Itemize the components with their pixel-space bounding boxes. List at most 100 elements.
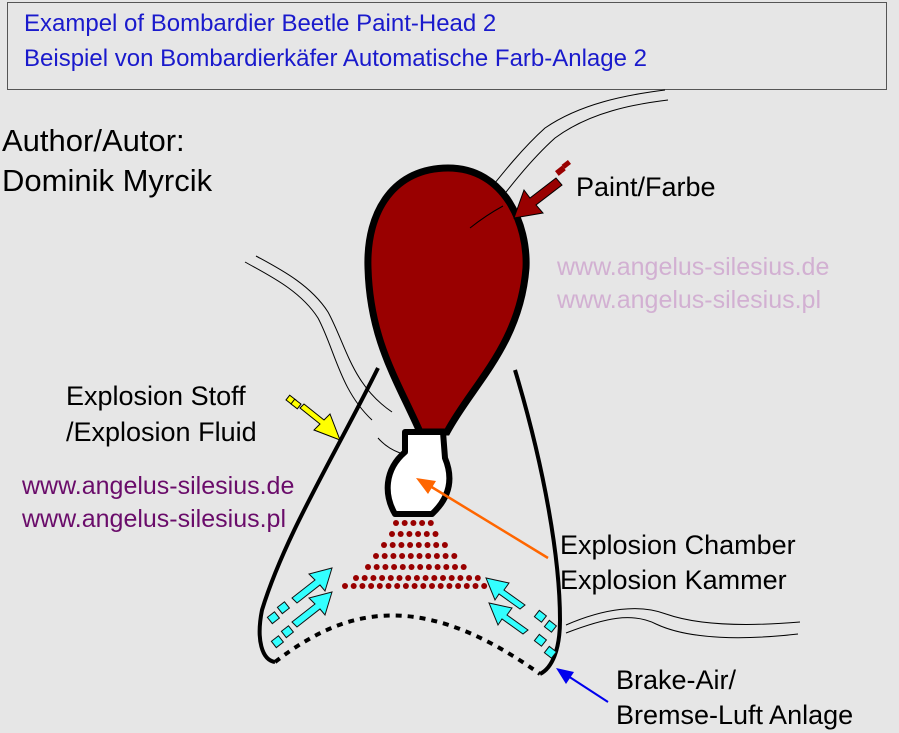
explosion-fluid-arrow xyxy=(285,394,341,441)
particle-dot xyxy=(434,564,441,570)
title-box: Exampel of Bombardier Beetle Paint-Head … xyxy=(7,2,887,90)
particle-dot xyxy=(379,575,386,581)
paint-reservoir xyxy=(364,164,530,436)
explosion-particles xyxy=(342,520,488,589)
particle-dot xyxy=(420,583,427,589)
particle-dot xyxy=(365,564,371,570)
particle-dot xyxy=(373,553,379,559)
particle-dot xyxy=(359,583,366,589)
watermark-right-pl: www.angelus-silesius.pl xyxy=(557,286,822,314)
particle-dot xyxy=(396,575,403,581)
paint-label: Paint/Farbe xyxy=(576,172,716,202)
particle-dot xyxy=(397,531,404,537)
author-label: Author/Autor: Dominik Myrcik xyxy=(2,121,212,201)
body-outline-left xyxy=(257,367,380,664)
particle-dot xyxy=(481,583,488,589)
particle-dot xyxy=(398,542,405,548)
air-arrows-right xyxy=(485,577,558,659)
particle-dot xyxy=(373,564,380,570)
particle-dot xyxy=(425,564,432,570)
particle-dot xyxy=(370,575,377,581)
particle-dot xyxy=(446,583,453,589)
explosion-fluid-line2: /Explosion Fluid xyxy=(66,417,257,447)
particle-dot xyxy=(381,553,388,559)
particle-dot xyxy=(474,575,481,581)
author-heading: Author/Autor: xyxy=(2,123,185,158)
particle-dot xyxy=(401,520,408,526)
particle-dot xyxy=(463,583,470,589)
explosion-fluid-line1: Explosion Stoff xyxy=(66,381,246,411)
particle-dot xyxy=(405,575,412,581)
brake-label-line1: Brake-Air/ xyxy=(616,665,737,695)
particle-dot xyxy=(368,583,375,589)
air-arrows-left xyxy=(266,567,333,649)
chamber-arrow xyxy=(416,478,549,560)
particle-dot xyxy=(407,542,414,548)
particle-dot xyxy=(402,583,409,589)
particle-dot xyxy=(440,575,446,581)
particle-dot xyxy=(415,531,422,537)
particle-dot xyxy=(451,553,458,559)
particle-dot xyxy=(391,564,398,570)
particle-dot xyxy=(408,564,415,570)
brake-air-arrow xyxy=(556,668,609,703)
particle-dot xyxy=(427,520,434,526)
particle-dot xyxy=(389,531,395,537)
particle-dot xyxy=(361,575,368,581)
chamber-whisker xyxy=(377,437,401,454)
particle-dot xyxy=(353,575,359,581)
author-name: Dominik Myrcik xyxy=(2,163,213,198)
particle-dot xyxy=(452,564,458,570)
particle-dot xyxy=(460,564,467,570)
particle-dot xyxy=(381,542,387,548)
brake-air-outlet xyxy=(273,613,542,676)
chamber-label-de: Explosion Kammer xyxy=(560,565,787,595)
particle-dot xyxy=(424,542,431,548)
particle-dot xyxy=(413,575,420,581)
particle-dot xyxy=(455,583,462,589)
particle-dot xyxy=(433,553,440,559)
particle-dot xyxy=(399,564,406,570)
title-english: Exampel of Bombardier Beetle Paint-Head … xyxy=(24,10,497,37)
body-outline-right xyxy=(513,369,563,676)
particle-dot xyxy=(448,575,455,581)
particle-dot xyxy=(410,520,417,526)
watermark-left-de: www.angelus-silesius.de xyxy=(22,472,295,500)
explosion-chamber xyxy=(384,429,453,517)
particle-dot xyxy=(425,553,432,559)
watermark-left: www.angelus-silesius.de www.angelus-sile… xyxy=(22,470,294,536)
particle-dot xyxy=(429,583,435,589)
particle-dot xyxy=(394,583,401,589)
particle-dot xyxy=(431,575,438,581)
explosion-chamber-label: Explosion Chamber Explosion Kammer xyxy=(560,528,796,598)
particle-dot xyxy=(350,583,357,589)
watermark-right: www.angelus-silesius.de www.angelus-sile… xyxy=(557,251,829,317)
chamber-label-en: Explosion Chamber xyxy=(560,530,796,560)
particle-dot xyxy=(390,553,397,559)
particle-dot xyxy=(407,553,414,559)
particle-dot xyxy=(437,583,444,589)
title-german: Beispiel von Bombardierkäfer Automatisch… xyxy=(24,45,647,72)
particle-dot xyxy=(387,575,394,581)
particle-dot xyxy=(466,575,473,581)
particle-dot xyxy=(385,583,392,589)
particle-dot xyxy=(432,531,439,537)
particle-dot xyxy=(417,564,424,570)
particle-dot xyxy=(472,583,479,589)
particle-dot xyxy=(389,542,396,548)
particle-dot xyxy=(342,583,348,589)
particle-dot xyxy=(423,531,430,537)
particle-dot xyxy=(433,542,440,548)
watermark-left-pl: www.angelus-silesius.pl xyxy=(22,505,287,533)
particle-dot xyxy=(415,542,422,548)
particle-dot xyxy=(443,564,450,570)
particle-dot xyxy=(457,575,464,581)
explosion-fluid-label: Explosion Stoff /Explosion Fluid xyxy=(66,378,257,450)
particle-dot xyxy=(419,520,426,526)
particle-dot xyxy=(441,542,448,548)
brake-air-label: Brake-Air/ Bremse-Luft Anlage xyxy=(616,663,853,733)
particle-dot xyxy=(399,553,406,559)
particle-dot xyxy=(422,575,429,581)
particle-dot xyxy=(442,553,449,559)
